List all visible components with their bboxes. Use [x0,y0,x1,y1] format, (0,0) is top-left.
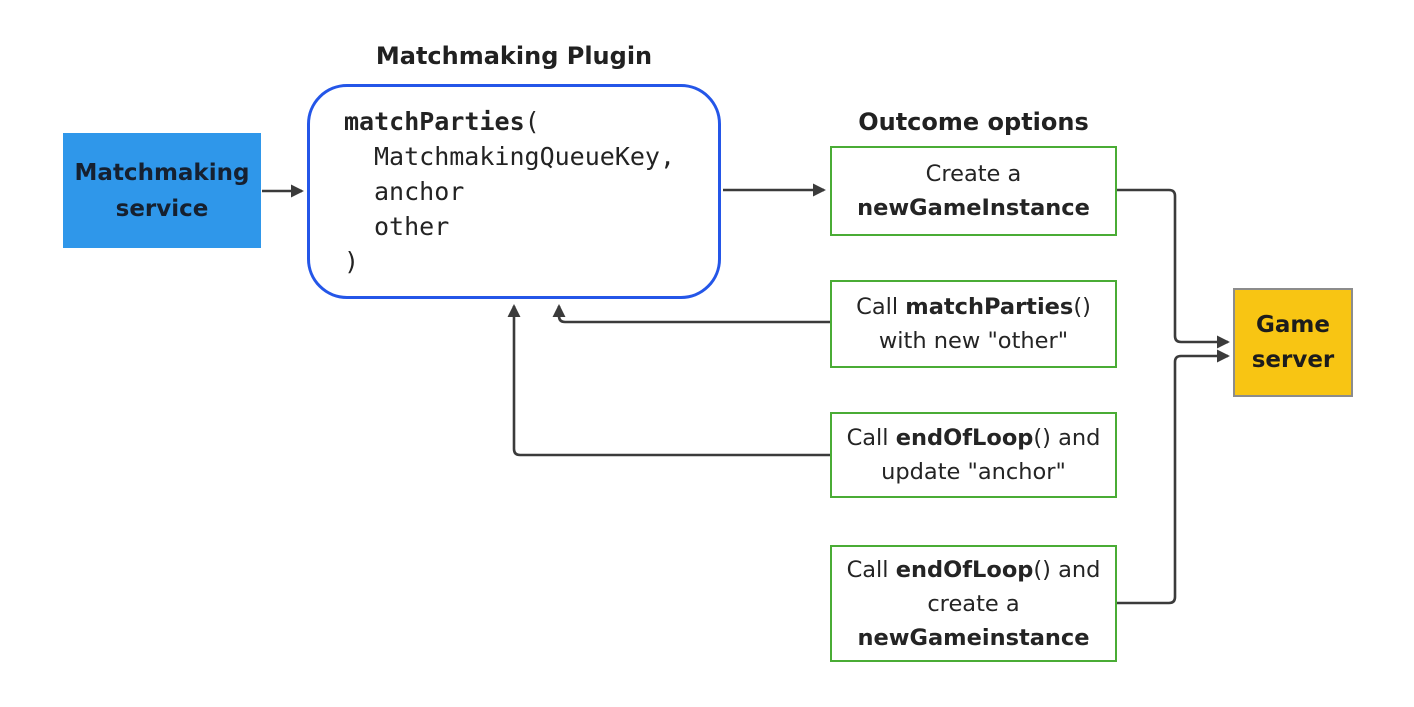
outcome-box-call-endofloop-update-anchor: Call endOfLoop() and update "anchor" [830,412,1117,498]
outcome-text: () and [1033,425,1101,451]
connector-endcreate-box-to-server [1117,349,1230,605]
connector-update-box-to-plugin [507,304,830,457]
code-line-signature: matchParties( [344,104,675,139]
outcome-box-create-new-game-instance: Create a newGameInstance [830,146,1117,236]
game-server-label-line1: Game [1256,311,1330,338]
outcome-line: Call endOfLoop() and [847,553,1101,587]
outcome-text: () and [1033,556,1101,583]
connector-create-box-to-server [1117,188,1230,349]
outcome-box-call-endofloop-create-instance: Call endOfLoop() and create a newGameins… [830,545,1117,662]
matchmaking-service-label-line1: Matchmaking [74,159,250,186]
code-close-paren: ) [344,247,360,276]
outcome-text: () [1073,294,1091,320]
outcome-line: Create a [925,161,1022,187]
outcome-text: Call [846,556,896,583]
outcome-line: Call matchParties() [856,290,1091,324]
matchmaking-service-node: Matchmaking service [63,133,261,248]
plugin-title: Matchmaking Plugin [375,42,653,70]
code-line-arg: MatchmakingQueueKey, [374,142,676,171]
outcome-box-call-matchparties: Call matchParties() with new "other" [830,280,1117,368]
outcome-text: Call [856,294,906,320]
matchmaking-plugin-node: matchParties( MatchmakingQueueKey, ancho… [307,84,721,299]
outcome-line: newGameinstance [857,624,1090,651]
outcome-line: newGameInstance [857,195,1090,221]
code-line-arg: other [374,212,450,241]
outcome-text-bold: matchParties [905,294,1074,320]
code-function-name: matchParties [344,107,525,136]
matchmaking-service-label-line2: service [115,195,209,222]
outcome-text-bold: endOfLoop [895,425,1034,451]
game-server-label-line2: server [1251,346,1335,373]
outcome-line: Call endOfLoop() and [847,421,1101,455]
outcome-text: Call [846,425,896,451]
code-line-arg: anchor [374,177,465,206]
plugin-code-block: matchParties( MatchmakingQueueKey, ancho… [310,87,675,279]
outcome-line: with new "other" [878,328,1069,354]
game-server-node: Game server [1233,288,1353,397]
code-open-paren: ( [524,107,540,136]
outcome-options-header: Outcome options [858,108,1089,136]
outcome-line: update "anchor" [881,459,1066,485]
connector-matchparties-box-to-plugin [552,304,830,324]
outcome-line: create a [927,590,1020,617]
outcome-text-bold: endOfLoop [895,556,1034,583]
